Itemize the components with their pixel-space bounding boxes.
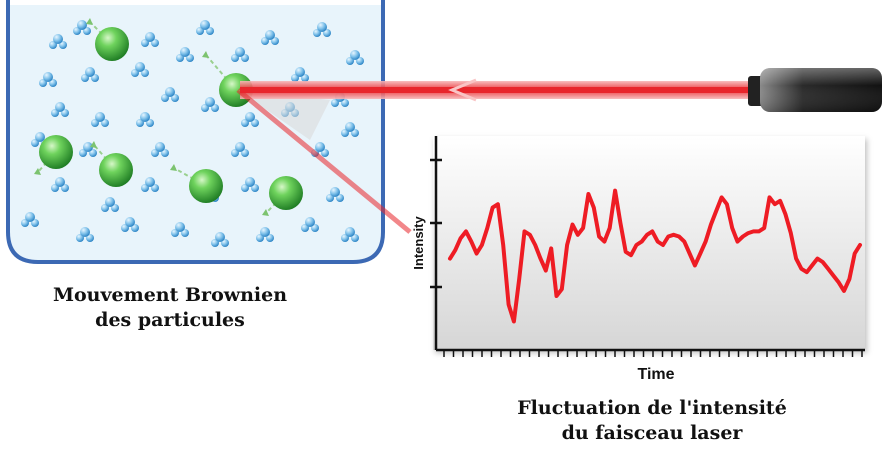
solvent-molecule [141,177,159,192]
graph-caption-line-2: du faisceau laser [561,422,743,444]
brownian-caption: Mouvement Brownien des particules [20,283,320,333]
graph-caption: Fluctuation de l'intensité du faisceau l… [452,396,852,446]
solvent-molecule [171,222,189,237]
solvent-molecule [101,197,119,212]
motion-arrow-icon [170,164,177,171]
brownian-caption-line-1: Mouvement Brownien [52,284,288,306]
y-axis-ticks [430,158,442,289]
solvent-molecule [176,47,194,62]
plot-panel [433,136,865,350]
scattered-beam [236,88,412,234]
solvent-molecule [49,34,67,49]
solvent-molecule [301,217,319,232]
solvent-molecule [256,227,274,242]
solvent-molecule [261,30,279,45]
brownian-particle [39,135,73,169]
solvent-molecule [196,20,214,35]
solvent-molecule [39,72,57,87]
graph-caption-line-1: Fluctuation de l'intensité [517,397,787,419]
solvent-molecule [231,142,249,157]
motion-trail [37,151,57,173]
solvent-molecule [51,177,69,192]
motion-trail [173,167,207,187]
solvent-molecule [136,112,154,127]
solvent-molecule [211,232,229,247]
intensity-trace [448,188,862,324]
solvent-molecule [73,20,91,35]
solvent-molecule [291,67,309,82]
motion-arrow-icon [86,18,93,25]
solvent-molecule [151,142,169,157]
solvent-molecule [341,122,359,137]
brownian-particle [189,169,223,203]
solvent-molecule [201,97,219,112]
solvent-molecule [51,102,69,117]
solvent-molecule [161,87,179,102]
solvent-molecule [121,217,139,232]
solvent-molecule [79,142,97,157]
scattered-light-cone [238,90,330,140]
beaker [6,0,385,264]
solvent-molecule [241,177,259,192]
x-axis-ticks [443,350,863,357]
beam-direction-arrow-icon [448,78,477,102]
motion-arrow-icon [202,51,209,58]
solvent-molecule [241,112,259,127]
solvent-molecule [346,50,364,65]
solvent-molecule [21,212,39,227]
laser-beam [240,78,756,102]
motion-arrow-icon [90,141,97,148]
brownian-particle [269,176,303,210]
solvent-molecule [326,187,344,202]
solvent-molecule [341,227,359,242]
solvent-molecule [141,32,159,47]
x-axis-label: Time [637,366,674,383]
solvent-molecule [313,22,331,37]
laser-source [748,68,882,112]
solvent-molecule [81,67,99,82]
solvent-molecule [131,62,149,77]
y-axis-label: Intensity [411,216,426,270]
brownian-caption-line-2: des particules [95,309,245,331]
solvent-molecule [91,112,109,127]
beaker-wall [6,0,385,264]
motion-arrow-icon [262,209,269,216]
intensity-graph: Intensity Time [411,136,865,383]
solvent-molecule [231,47,249,62]
motion-arrow-icon [34,168,41,175]
brownian-particle [99,153,133,187]
solvent-molecule [76,227,94,242]
brownian-particle [95,27,129,61]
